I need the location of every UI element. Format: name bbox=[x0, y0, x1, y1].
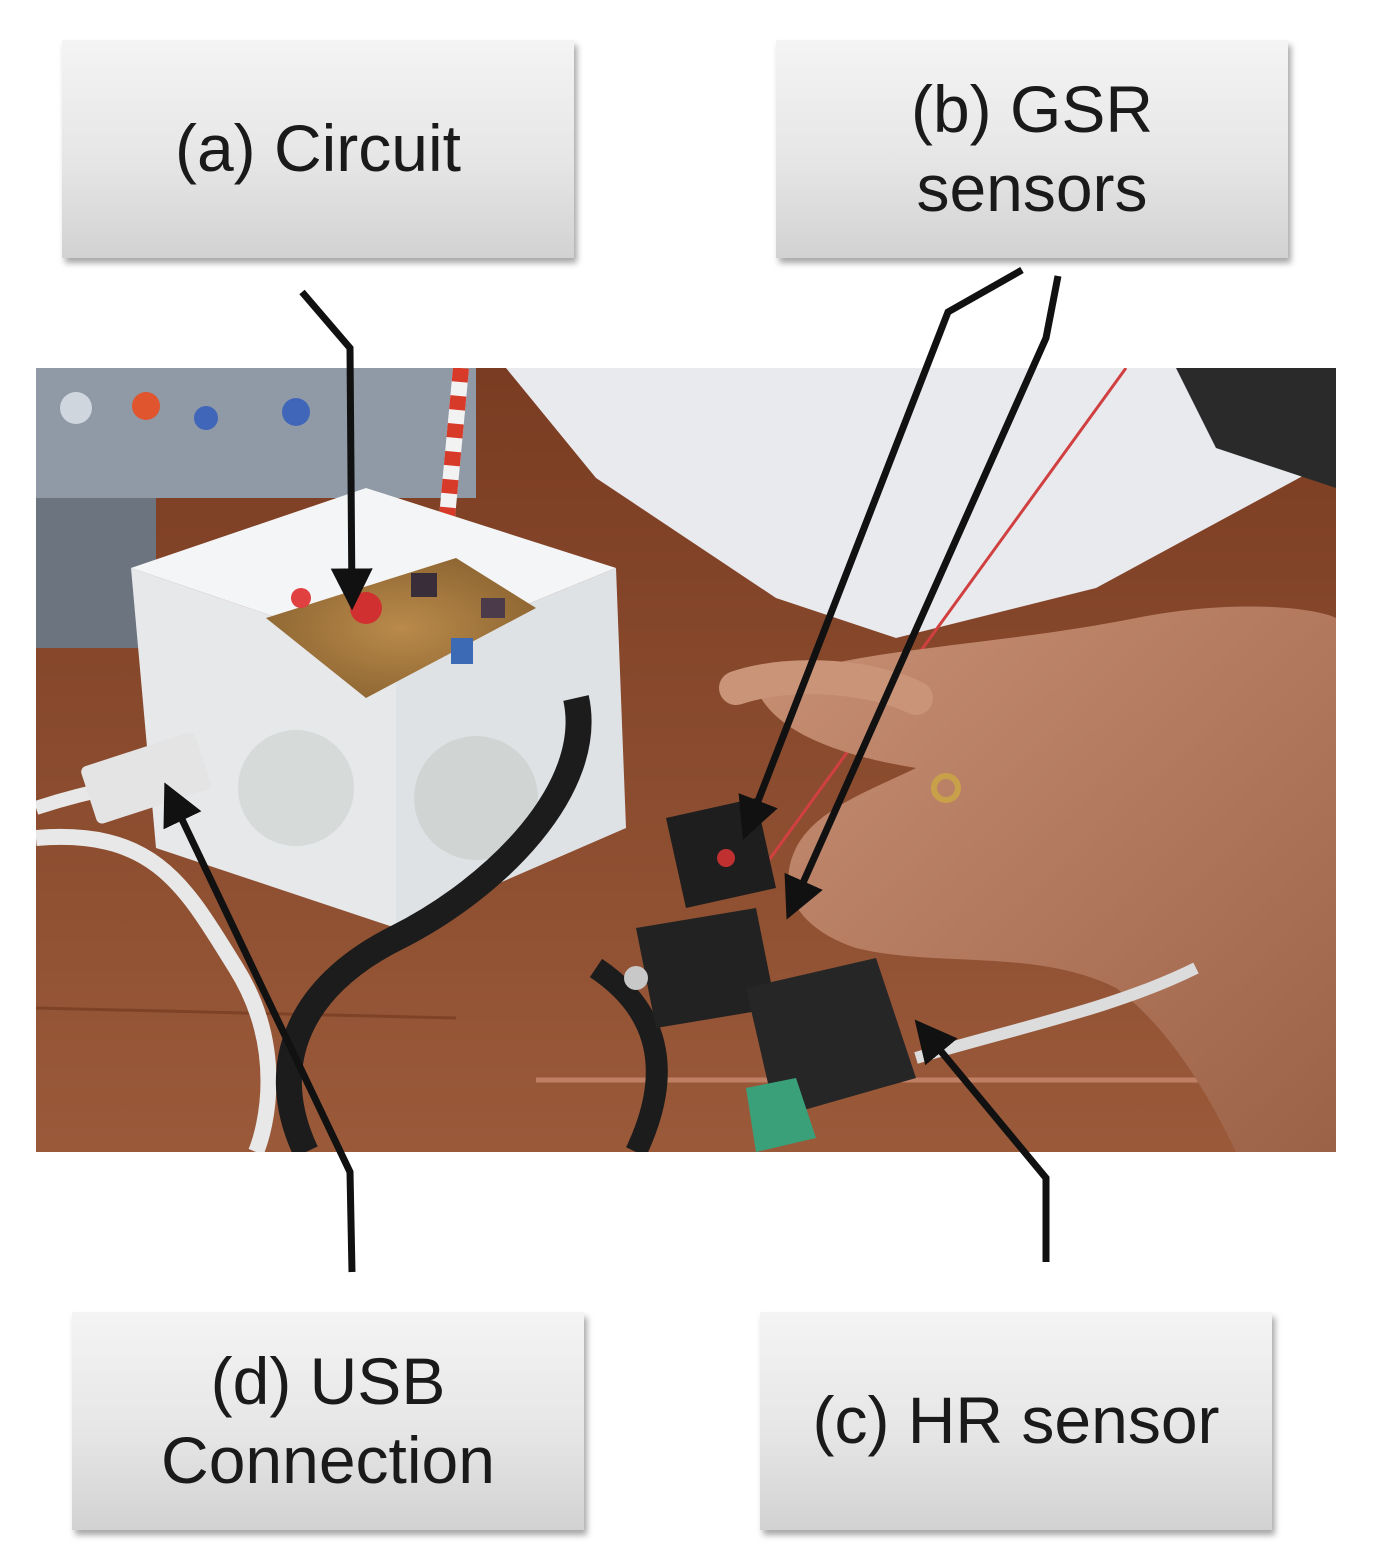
equipment-knob bbox=[282, 398, 310, 426]
component-red bbox=[350, 592, 382, 624]
black-cable bbox=[589, 958, 668, 1152]
gsr-electrode bbox=[717, 849, 735, 867]
equipment-background bbox=[36, 368, 476, 498]
hr-sensor bbox=[746, 958, 916, 1118]
equipment-knob bbox=[194, 406, 218, 430]
enclosure-port bbox=[238, 730, 354, 846]
label-gsr-sensors: (b) GSR sensors bbox=[776, 40, 1288, 258]
gsr-sensor-strap bbox=[636, 908, 776, 1028]
enclosure-port bbox=[414, 736, 538, 860]
component-dark bbox=[411, 573, 437, 597]
usb-plug bbox=[81, 732, 211, 824]
equipment-knob bbox=[132, 392, 160, 420]
component-dark bbox=[481, 598, 505, 618]
red-white-cable bbox=[438, 368, 469, 529]
label-hr-sensor: (c) HR sensor bbox=[760, 1312, 1272, 1530]
component-blue bbox=[451, 638, 473, 664]
equipment-knob bbox=[60, 392, 92, 424]
label-usb-connection: (d) USB Connection bbox=[72, 1312, 584, 1530]
hr-sensor-base bbox=[746, 1078, 816, 1152]
sensor-setup-photo bbox=[36, 368, 1336, 1152]
appliance-shadow bbox=[1176, 368, 1336, 488]
sensor-connector bbox=[624, 966, 648, 990]
component-red bbox=[291, 588, 311, 608]
label-circuit: (a) Circuit bbox=[62, 40, 574, 258]
circuit-board bbox=[266, 558, 536, 698]
